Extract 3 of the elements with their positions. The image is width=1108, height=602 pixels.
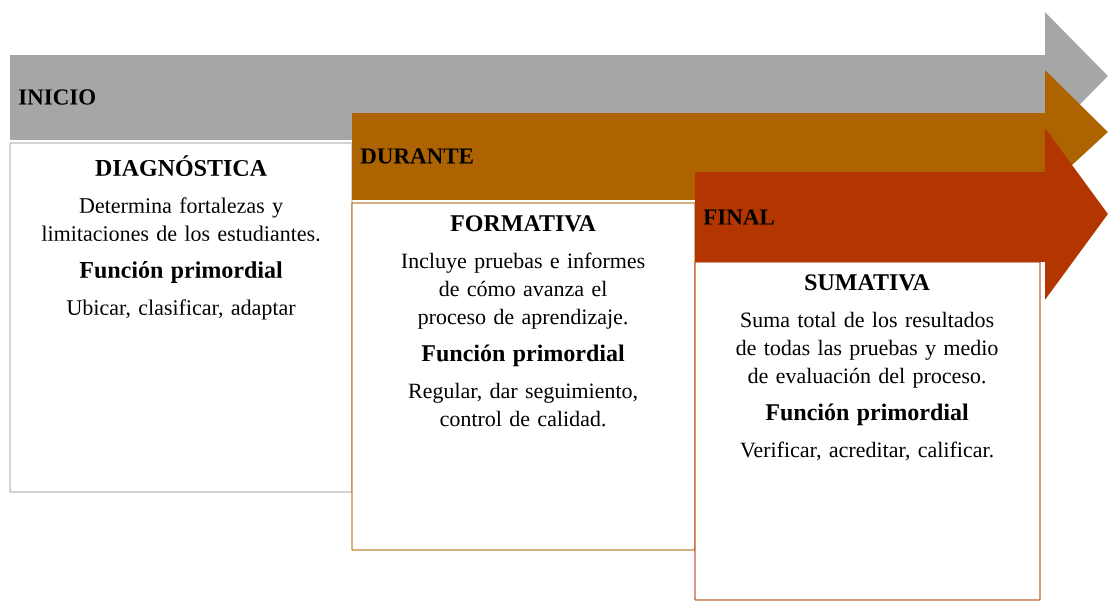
- text-box: DIAGNÓSTICA Determina fortalezas y limitaciones de los estudiantes. Función primordial Ubicar, clasificar, adaptar: [9, 142, 353, 493]
- text-box: SUMATIVA Suma total de los resultados de todas las pruebas y medio de evaluación del proceso. Función primordial Verificar, acreditar, calificar.: [694, 261, 1041, 601]
- text-box: FORMATIVA Incluye pruebas e informes de cómo avanza el proceso de aprendizaje. Función primordial Regular, dar seguimiento, control de calidad.: [351, 202, 696, 551]
